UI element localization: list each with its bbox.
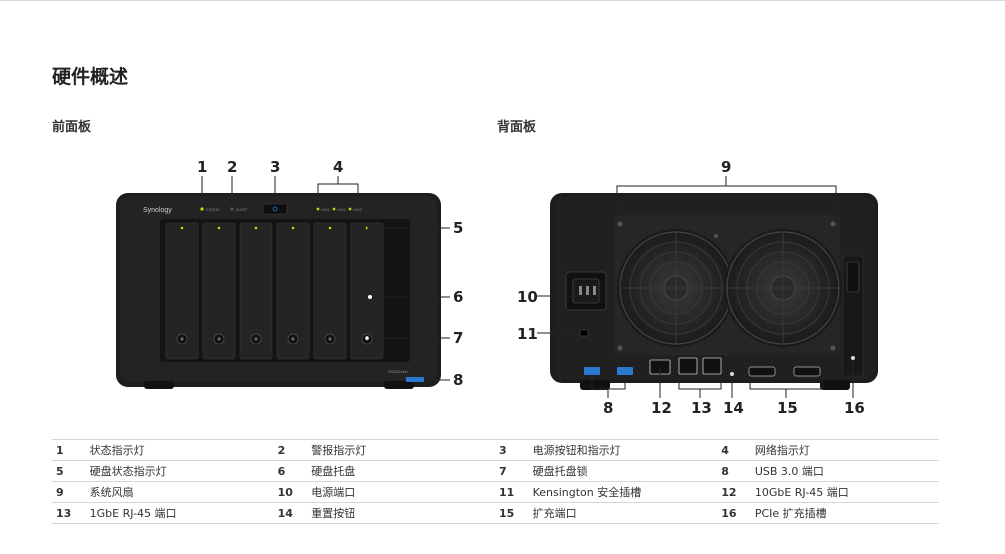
legend-label: USB 3.0 端口 <box>754 460 939 482</box>
power-button[interactable] <box>262 203 288 215</box>
legend-number: 12 <box>717 481 755 503</box>
callout-number: 8 <box>453 371 463 389</box>
top-divider <box>0 0 1005 1</box>
legend-number: 2 <box>273 439 312 461</box>
back-callout-lines <box>537 176 854 398</box>
legend-label: 网络指示灯 <box>754 439 939 461</box>
model-label: DS1621xs+ <box>388 369 409 374</box>
legend-number: 8 <box>717 460 755 482</box>
legend-number: 1 <box>52 439 90 461</box>
drive-trays <box>165 222 384 360</box>
legend-number: 3 <box>494 439 533 461</box>
callout-number: 13 <box>691 399 712 417</box>
legend-number: 14 <box>273 502 312 524</box>
led-label-lan3: LAN3 <box>353 208 362 212</box>
callout-number: 14 <box>723 399 744 417</box>
front-device: Synology STATUS ALERT LAN1 LAN2 LAN3 <box>116 193 441 389</box>
callout-number: 2 <box>227 158 237 176</box>
legend-label: 系统风扇 <box>89 481 274 503</box>
legend-label: 警报指示灯 <box>311 439 495 461</box>
callout-number: 16 <box>844 399 865 417</box>
kensington-slot[interactable] <box>579 329 589 337</box>
legend-label: 状态指示灯 <box>89 439 274 461</box>
legend-number: 16 <box>717 502 755 524</box>
legend-label: 1GbE RJ-45 端口 <box>89 502 274 524</box>
legend-number: 7 <box>494 460 533 482</box>
brand-logo: Synology <box>143 207 172 214</box>
drive-tray[interactable] <box>165 222 199 360</box>
legend-label: 重置按钮 <box>311 502 495 524</box>
page-title: 硬件概述 <box>52 66 129 88</box>
rear-usb-port[interactable] <box>617 367 633 375</box>
callout-number: 12 <box>651 399 672 417</box>
back-callout-numbers: 9 10 11 8 12 13 14 15 16 <box>517 158 865 417</box>
expansion-port[interactable] <box>793 366 821 377</box>
hardware-figure: Synology STATUS ALERT LAN1 LAN2 LAN3 <box>116 158 878 417</box>
legend-number: 13 <box>52 502 90 524</box>
legend-label: 扩充端口 <box>532 502 718 524</box>
legend-label: PCIe 扩充插槽 <box>754 502 939 524</box>
back-device <box>550 193 878 390</box>
legend-number: 15 <box>494 502 533 524</box>
front-panel-heading: 前面板 <box>52 120 92 135</box>
callout-number: 9 <box>721 158 731 176</box>
callout-number: 7 <box>453 329 463 347</box>
callout-dot <box>365 336 369 340</box>
legend-number: 6 <box>273 460 312 482</box>
legend-label: 硬盘托盘 <box>311 460 495 482</box>
callout-number: 8 <box>603 399 613 417</box>
front-usb-port[interactable] <box>406 377 424 382</box>
led-label-alert: ALERT <box>236 208 248 212</box>
callout-number: 11 <box>517 325 538 343</box>
legend-number: 4 <box>717 439 755 461</box>
drive-tray[interactable] <box>202 222 236 360</box>
back-panel-heading: 背面板 <box>497 120 537 135</box>
legend-number: 11 <box>494 481 533 503</box>
expansion-port[interactable] <box>748 366 776 377</box>
legend-number: 9 <box>52 481 90 503</box>
legend-label: 电源端口 <box>311 481 495 503</box>
callout-number: 6 <box>453 288 463 306</box>
legend-label: 10GbE RJ-45 端口 <box>754 481 939 503</box>
drive-tray[interactable] <box>350 222 384 360</box>
led-label-lan1: LAN1 <box>321 208 330 212</box>
front-callout-lines <box>201 176 450 381</box>
reset-button[interactable] <box>730 372 734 376</box>
callout-number: 10 <box>517 288 538 306</box>
drive-tray[interactable] <box>276 222 310 360</box>
1gbe-port[interactable] <box>678 357 698 375</box>
callout-number: 15 <box>777 399 798 417</box>
callout-dot <box>368 295 372 299</box>
led-label-status: STATUS <box>206 208 220 212</box>
callout-number: 5 <box>453 219 463 237</box>
drive-tray[interactable] <box>239 222 273 360</box>
legend-label: Kensington 安全插槽 <box>532 481 718 503</box>
system-fan-left <box>617 229 735 347</box>
legend-label: 电源按钮和指示灯 <box>532 439 718 461</box>
legend-number: 10 <box>273 481 312 503</box>
rear-usb-port[interactable] <box>584 367 600 375</box>
power-icon <box>272 206 278 212</box>
front-callout-numbers: 1 2 3 4 5 6 7 8 <box>197 158 463 389</box>
1gbe-port[interactable] <box>702 357 722 375</box>
led-label-lan2: LAN2 <box>337 208 346 212</box>
legend-label: 硬盘状态指示灯 <box>89 460 274 482</box>
system-fan-right <box>724 229 842 347</box>
legend-label: 硬盘托盘锁 <box>532 460 718 482</box>
callout-number: 3 <box>270 158 280 176</box>
callout-number: 1 <box>197 158 207 176</box>
drive-tray[interactable] <box>313 222 347 360</box>
legend-number: 5 <box>52 460 90 482</box>
callout-number: 4 <box>333 158 343 176</box>
